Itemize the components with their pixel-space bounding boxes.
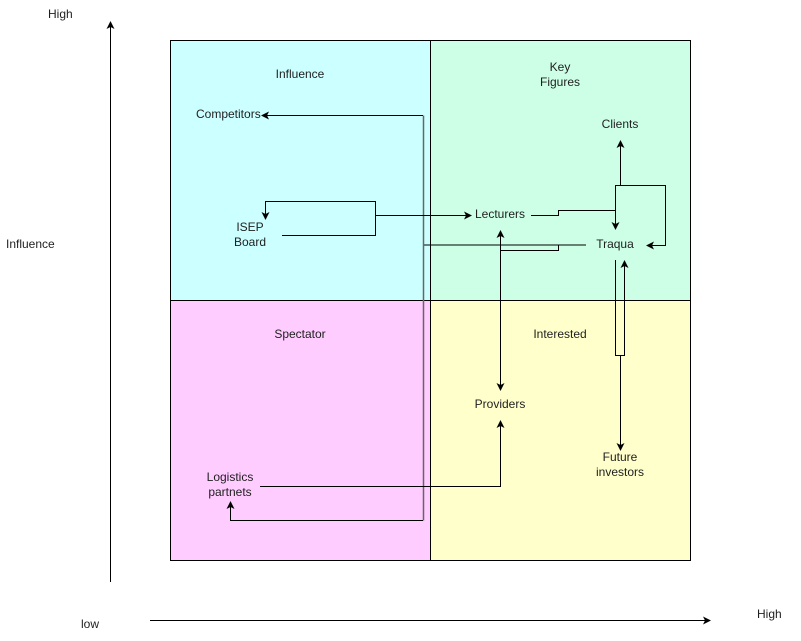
key-figures-line1: Key xyxy=(549,60,571,74)
isep-line2: Board xyxy=(233,235,267,249)
y-axis-label: Influence xyxy=(6,237,55,251)
node-clients[interactable]: Clients xyxy=(601,117,639,131)
connector-logistics-providers xyxy=(260,420,505,487)
connector-clients-traqua-loop xyxy=(615,185,666,250)
quadrant-spectator xyxy=(170,300,431,561)
node-competitors[interactable]: Competitors xyxy=(196,107,261,121)
quadrant-interested xyxy=(430,300,691,561)
quadrant-title-key-figures: Key Figures xyxy=(510,60,610,90)
future-line2: investors xyxy=(595,465,645,479)
quadrant-key-figures xyxy=(430,40,691,301)
quadrant-influence xyxy=(170,40,431,301)
logistics-line2: partnets xyxy=(208,485,252,499)
node-logistics-partners[interactable]: Logistics partnets xyxy=(195,470,265,500)
node-providers[interactable]: Providers xyxy=(474,397,526,411)
x-axis-high-label: High xyxy=(757,607,782,621)
connector-traqua-future-box xyxy=(615,260,629,356)
connector-lecturers-traqua xyxy=(531,210,620,230)
connector-isep-loop xyxy=(261,201,376,236)
connector-traqua-lecturers-step xyxy=(500,244,559,251)
key-figures-line2: Figures xyxy=(539,75,580,89)
x-axis-low-label: low xyxy=(81,617,100,631)
future-line1: Future xyxy=(602,450,638,464)
node-isep-board[interactable]: ISEP Board xyxy=(220,220,280,250)
isep-line1: ISEP xyxy=(236,220,264,234)
logistics-line1: Logistics xyxy=(206,470,254,484)
connector-to-logistics xyxy=(226,501,423,521)
quadrant-title-spectator: Spectator xyxy=(274,327,326,341)
y-axis-high-label: High xyxy=(48,7,73,21)
quadrant-title-interested: Interested xyxy=(533,327,587,341)
quadrant-title-influence: Influence xyxy=(275,67,325,81)
node-future-investors[interactable]: Future investors xyxy=(585,450,655,480)
node-lecturers[interactable]: Lecturers xyxy=(475,207,526,221)
node-traqua[interactable]: Traqua xyxy=(596,237,634,251)
